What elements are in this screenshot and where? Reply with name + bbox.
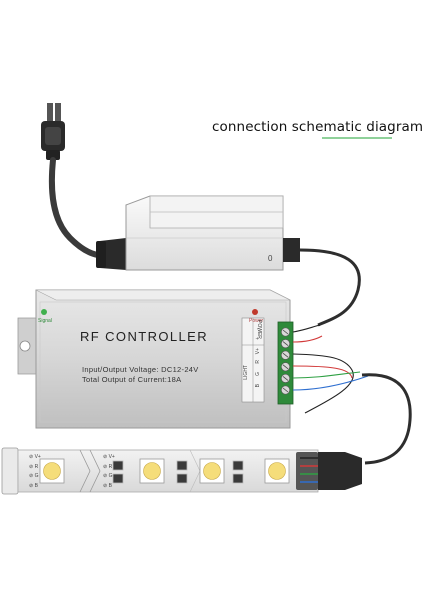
controller-current-spec: Total Output of Current:18A <box>82 375 182 384</box>
terminal-screw-slot <box>282 352 289 358</box>
smd-led-chip <box>268 462 286 480</box>
terminal-block <box>277 321 294 405</box>
diagram-title: connection schematic diagram <box>212 119 424 135</box>
led-strip <box>1 447 362 495</box>
strip-pin-label-mid: ⊘ V+ <box>103 454 115 460</box>
terminal-label-strip <box>241 317 265 403</box>
wire-red <box>292 365 353 379</box>
strip-pin-label-left: ⊘ R <box>29 463 39 470</box>
terminal-pin-label: R <box>255 360 261 364</box>
terminal-light-group-label: LIGHT <box>243 365 249 380</box>
strip-cable <box>361 373 412 465</box>
psu-output-cord <box>299 248 361 327</box>
title-underline <box>322 137 392 139</box>
terminal-pin-label: B <box>255 384 261 388</box>
strip-pin-label-mid: ⊘ B <box>103 482 112 489</box>
strip-resistor <box>112 473 124 484</box>
terminal-pin-label: + <box>255 337 261 340</box>
terminal-pin-label: - <box>255 328 261 330</box>
wire-vplus <box>292 353 354 414</box>
signal-label: Signal <box>38 318 52 324</box>
controller-voltage-spec: Input/Output Voltage: DC12-24V <box>82 365 199 374</box>
ac-cord <box>48 157 101 258</box>
terminal-screw-slot <box>282 329 289 335</box>
terminal-pin-label: V+ <box>255 348 261 355</box>
terminal-pin-label: G <box>255 372 261 376</box>
power-label: Power <box>249 318 264 324</box>
smd-led-chip <box>43 462 61 480</box>
strip-resistor <box>112 460 124 471</box>
wire-red-power <box>292 335 323 343</box>
terminal-screw-slot <box>282 341 289 346</box>
wire-blue <box>292 375 369 391</box>
terminal-power-group-label: POWER <box>256 320 262 339</box>
terminal-screw-slot <box>282 364 289 370</box>
power-led <box>252 309 258 315</box>
power-supply <box>96 195 300 271</box>
smd-led-chip <box>203 462 221 480</box>
controller-name: RF CONTROLLER <box>80 329 208 344</box>
strip-pin-label-left: ⊘ G <box>29 473 39 479</box>
smd-led-chip <box>143 462 161 480</box>
terminal-screw-slot <box>282 387 289 393</box>
strip-resistor <box>176 460 188 471</box>
wire-green <box>292 371 361 379</box>
output-wires <box>292 324 369 414</box>
wire-black <box>292 324 321 333</box>
strip-resistor <box>232 473 244 484</box>
rf-controller-body <box>17 289 291 429</box>
signal-led <box>41 309 47 315</box>
strip-pin-label-mid: ⊘ R <box>103 463 113 470</box>
strip-resistor <box>176 473 188 484</box>
ac-plug <box>41 103 65 160</box>
strip-resistor <box>232 460 244 471</box>
strip-pin-label-mid: ⊘ G <box>103 473 113 479</box>
psu-switch-mark: 0 <box>268 254 273 263</box>
strip-pin-label-left: ⊘ B <box>29 482 38 489</box>
terminal-screw-slot <box>282 376 289 381</box>
strip-pin-label-left: ⊘ V+ <box>29 454 41 460</box>
